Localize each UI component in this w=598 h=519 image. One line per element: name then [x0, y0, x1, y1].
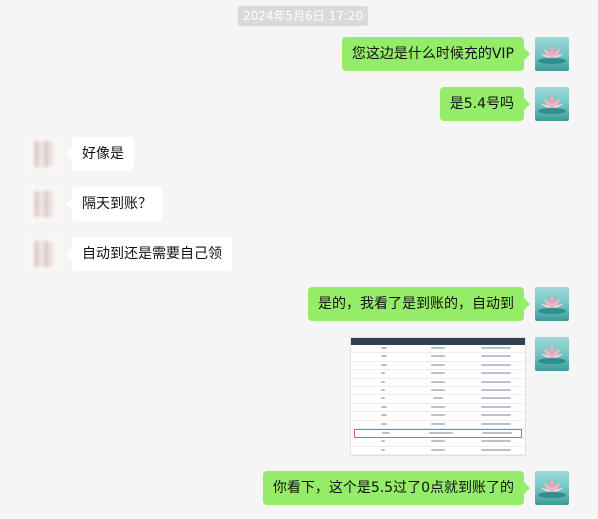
contact-avatar[interactable]	[28, 237, 62, 271]
image-message[interactable]	[350, 337, 526, 456]
self-avatar[interactable]	[535, 37, 569, 71]
contact-avatar[interactable]	[28, 137, 62, 171]
message-bubble[interactable]: 自动到还是需要自己领	[66, 237, 232, 271]
lotus-icon	[538, 479, 566, 498]
screenshot-header	[351, 338, 525, 345]
self-avatar[interactable]	[535, 87, 569, 121]
self-avatar[interactable]	[535, 471, 569, 505]
message-bubble[interactable]: 是的，我看了是到账的，自动到	[308, 287, 530, 321]
lotus-icon	[538, 45, 566, 64]
contact-avatar[interactable]	[28, 187, 62, 221]
lotus-icon	[538, 95, 566, 114]
message-bubble[interactable]: 您这边是什么时候充的VIP	[341, 37, 531, 71]
message-bubble[interactable]: 你看下，这个是5.5过了0点就到账了的	[262, 471, 531, 505]
lotus-icon	[538, 345, 566, 364]
lotus-icon	[538, 295, 566, 314]
message-bubble[interactable]: 隔天到账？	[66, 187, 162, 221]
self-avatar[interactable]	[535, 337, 569, 371]
message-bubble[interactable]: 好像是	[66, 137, 134, 171]
message-bubble[interactable]: 是5.4号吗	[439, 87, 531, 121]
chat-timestamp: 2024年5月6日 17:20	[238, 6, 369, 26]
self-avatar[interactable]	[535, 287, 569, 321]
